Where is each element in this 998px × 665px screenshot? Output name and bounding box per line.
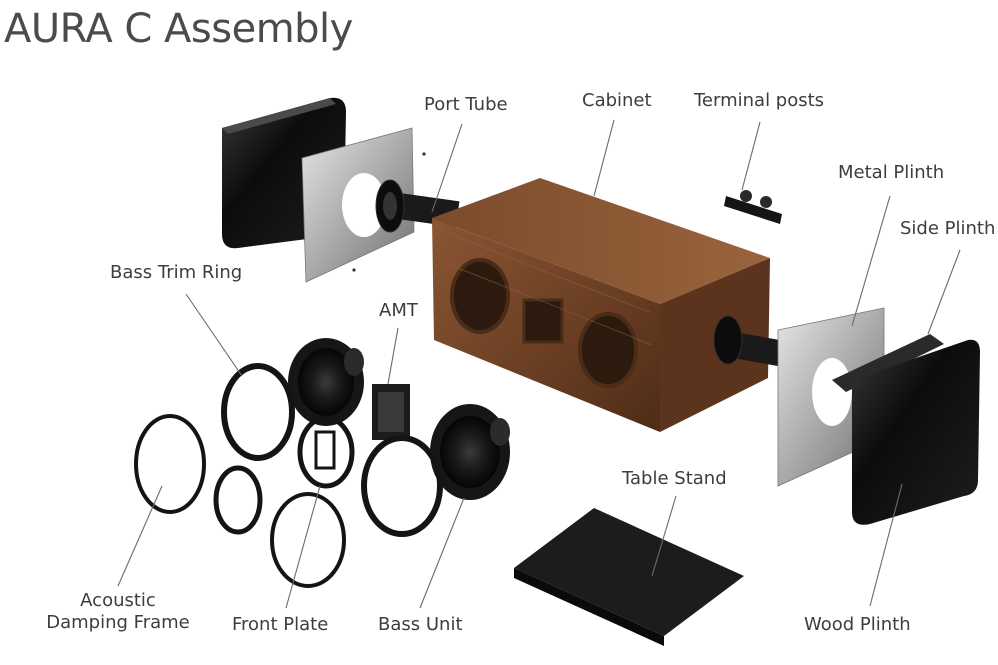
left-metal-plinth xyxy=(301,127,415,283)
label-bass-trim-ring: Bass Trim Ring xyxy=(110,262,243,283)
trim-rings xyxy=(134,363,443,588)
right-wood-plinth xyxy=(832,334,980,525)
label-port-tube: Port Tube xyxy=(424,94,508,115)
bass-unit-front xyxy=(430,404,510,500)
label-acoustic-line2: Damping Frame xyxy=(46,612,190,633)
bass-unit-back xyxy=(288,338,364,426)
label-amt: AMT xyxy=(379,300,418,321)
label-cabinet: Cabinet xyxy=(582,90,652,111)
leader-lines xyxy=(117,119,961,609)
page-title: AURA C Assembly xyxy=(4,6,353,52)
port-tube-right xyxy=(713,315,794,369)
label-metal-plinth: Metal Plinth xyxy=(838,162,945,183)
label-bass-unit: Bass Unit xyxy=(378,614,463,635)
label-table-stand: Table Stand xyxy=(622,468,727,489)
front-plate xyxy=(297,415,355,489)
amt-tweeter xyxy=(372,384,410,440)
label-acoustic-damping-frame: Acoustic Damping Frame xyxy=(40,590,196,634)
label-acoustic-line1: Acoustic xyxy=(80,590,156,611)
label-terminal-posts: Terminal posts xyxy=(694,90,825,111)
label-wood-plinth: Wood Plinth xyxy=(804,614,911,635)
label-side-plinth: Side Plinth xyxy=(900,218,996,239)
cabinet xyxy=(432,178,770,432)
label-front-plate: Front Plate xyxy=(232,614,329,635)
terminal-posts xyxy=(724,190,782,224)
table-stand xyxy=(514,508,744,646)
